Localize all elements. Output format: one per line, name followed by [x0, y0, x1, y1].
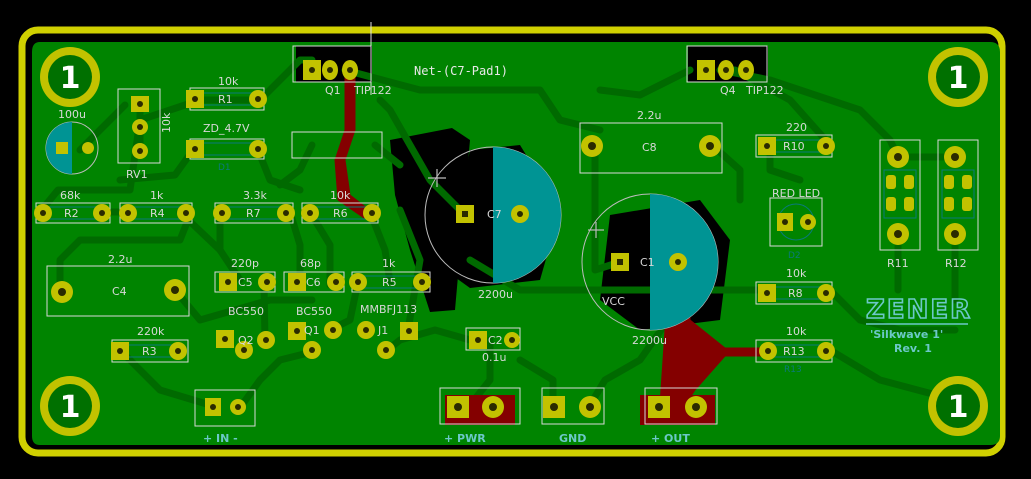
r13-value: 10k: [786, 325, 807, 338]
r7-value: 3.3k: [243, 189, 267, 202]
r8-ref: R8: [788, 287, 803, 300]
c6-ref: C6: [306, 276, 321, 289]
pads: [34, 60, 972, 418]
svg-text:1: 1: [948, 61, 969, 96]
r6-value: 10k: [330, 189, 351, 202]
out-label: + OUT: [651, 432, 690, 445]
q5-value: BC550: [296, 305, 332, 318]
svg-text:1: 1: [60, 390, 81, 425]
gnd-label: GND: [559, 432, 586, 445]
q3-ref: Q4: [720, 84, 736, 97]
r5-ref: R5: [382, 276, 397, 289]
r10-ref: R10: [783, 140, 805, 153]
r10-value: 220: [786, 121, 807, 134]
j1-value: MMBFJ113: [360, 303, 417, 316]
c4-ref: C4: [112, 285, 127, 298]
q2-ref: Q2: [238, 334, 254, 347]
mounting-hole-bottom-right: 1: [928, 376, 988, 436]
c5-ref: C5: [238, 276, 253, 289]
q1-value: TIP122: [353, 84, 392, 97]
brand-logo: ZENER: [866, 295, 972, 325]
brand-block: ZENER 'Silkwave 1' Rev. 1: [865, 294, 972, 355]
c1-ref: C1: [640, 256, 655, 269]
r2-value: 68k: [60, 189, 81, 202]
mounting-hole-bottom-left: 1: [40, 376, 100, 436]
svg-text:1: 1: [948, 390, 969, 425]
board-edge: [18, 26, 1006, 457]
r13-ref: R13: [783, 345, 805, 358]
component-labels: 10k R1 ZD_4.7V D1 100u RV1 10k Q1 TIP122…: [58, 75, 967, 375]
led-ref: D2: [788, 251, 801, 261]
r13-fab-ref: R13: [784, 365, 802, 375]
q1-ref: Q1: [325, 84, 341, 97]
q2-value: BC550: [228, 305, 264, 318]
c2-value: 0.1u: [482, 351, 506, 364]
q3-value: TIP122: [745, 84, 784, 97]
r1-value: 10k: [218, 75, 239, 88]
in-label: + IN -: [203, 432, 238, 445]
capacitor-c7[interactable]: [424, 146, 562, 284]
net-label: Net-(C7-Pad1): [414, 64, 508, 78]
r5-value: 1k: [382, 257, 396, 270]
mounting-hole-top-left: 1: [40, 47, 100, 107]
r12-ref: R12: [945, 257, 967, 270]
r3-value: 220k: [137, 325, 165, 338]
pwr-label: + PWR: [444, 432, 486, 445]
product-name: 'Silkwave 1': [870, 328, 943, 341]
c5-value: 220p: [231, 257, 259, 270]
capacitor-c9[interactable]: [45, 121, 99, 175]
mounting-hole-top-right: 1: [928, 47, 988, 107]
r7-ref: R7: [246, 207, 261, 220]
c9-value: 100u: [58, 108, 86, 121]
c2-ref: C2: [488, 334, 503, 347]
r6-ref: R6: [333, 207, 348, 220]
c8-ref: C8: [642, 141, 657, 154]
q5-ref: Q1: [304, 324, 320, 337]
d1-value: ZD_4.7V: [203, 122, 250, 135]
r1-ref: R1: [218, 93, 233, 106]
led-value: RED LED: [772, 187, 820, 200]
capacitor-c1[interactable]: [581, 193, 719, 331]
r3-ref: R3: [142, 345, 157, 358]
r11-ref: R11: [887, 257, 909, 270]
d1-ref: D1: [218, 163, 231, 173]
c7-ref: C7: [487, 208, 502, 221]
c7-value: 2200u: [478, 288, 513, 301]
c8-value: 2.2u: [637, 109, 661, 122]
r4-value: 1k: [150, 189, 164, 202]
revision-label: Rev. 1: [894, 342, 932, 355]
r4-ref: R4: [150, 207, 165, 220]
connector-labels: + IN - + PWR GND + OUT: [203, 432, 690, 445]
c6-value: 68p: [300, 257, 321, 270]
j1-ref: J1: [377, 324, 388, 337]
rv1-value: 10k: [160, 112, 173, 133]
rv1-ref: RV1: [126, 168, 148, 181]
r2-ref: R2: [64, 207, 79, 220]
vcc-label: VCC: [602, 295, 625, 308]
c4-value: 2.2u: [108, 253, 132, 266]
svg-text:1: 1: [60, 61, 81, 96]
r8-value: 10k: [786, 267, 807, 280]
c1-value: 2200u: [632, 334, 667, 347]
